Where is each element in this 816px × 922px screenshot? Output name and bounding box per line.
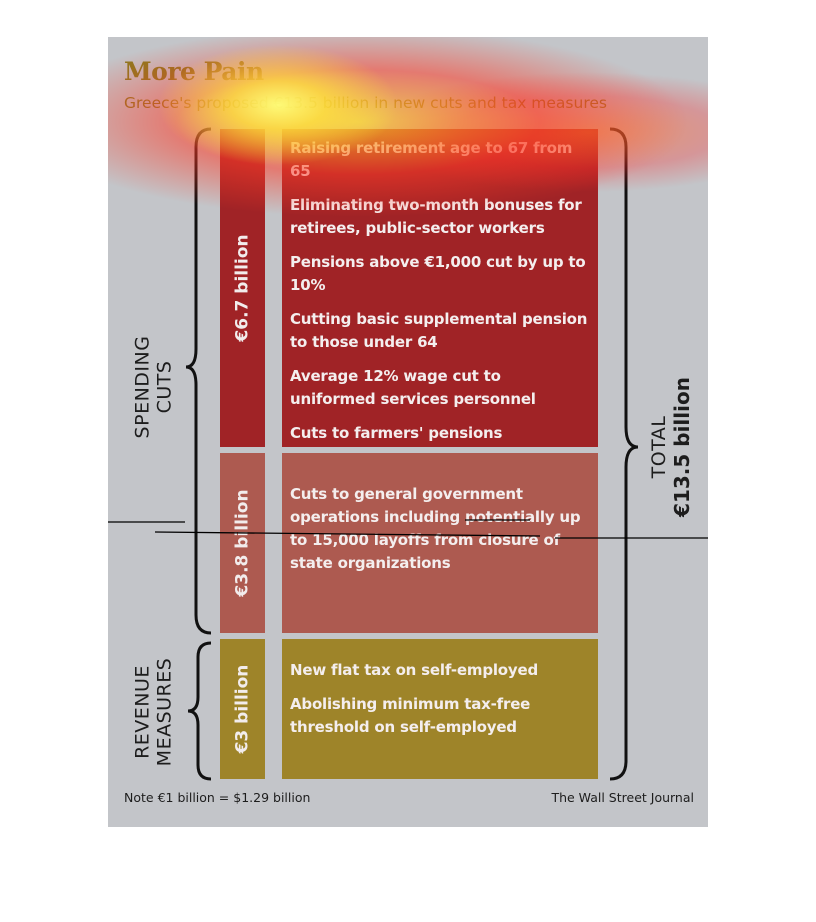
spending-brace — [185, 127, 212, 635]
total-caption: TOTAL — [648, 415, 671, 479]
list-item: Cutting basic supplemental pension to th… — [290, 310, 588, 351]
source-credit: The Wall Street Journal — [551, 790, 694, 805]
brace-graphics — [185, 127, 639, 781]
total-brace — [609, 127, 639, 781]
total-value: €13.5 billion — [670, 377, 695, 517]
total-label: TOTAL €13.5 billion — [636, 367, 706, 527]
revenue-brace — [187, 641, 212, 781]
infographic-card: More Pain Greece's proposed €13.5 billio… — [108, 37, 708, 827]
footnote: Note €1 billion = $1.29 billion — [124, 790, 311, 805]
spending-cuts-label: SPENDING CUTS — [131, 335, 175, 439]
panel-revenue: New flat tax on self-employed Abolishing… — [282, 639, 598, 779]
list-item: New flat tax on self-employed — [290, 661, 538, 679]
amount-bar-spending-2: €3.8 billion — [220, 453, 265, 633]
list-item: Abolishing minimum tax-free threshold on… — [290, 695, 531, 736]
amount-bar-revenue: €3 billion — [220, 639, 265, 779]
revenue-measures-label: REVENUE MEASURES — [131, 657, 176, 767]
list-item: Average 12% wage cut to uniformed servic… — [290, 367, 536, 408]
list-item: Cuts to farmers' pensions — [290, 424, 503, 442]
